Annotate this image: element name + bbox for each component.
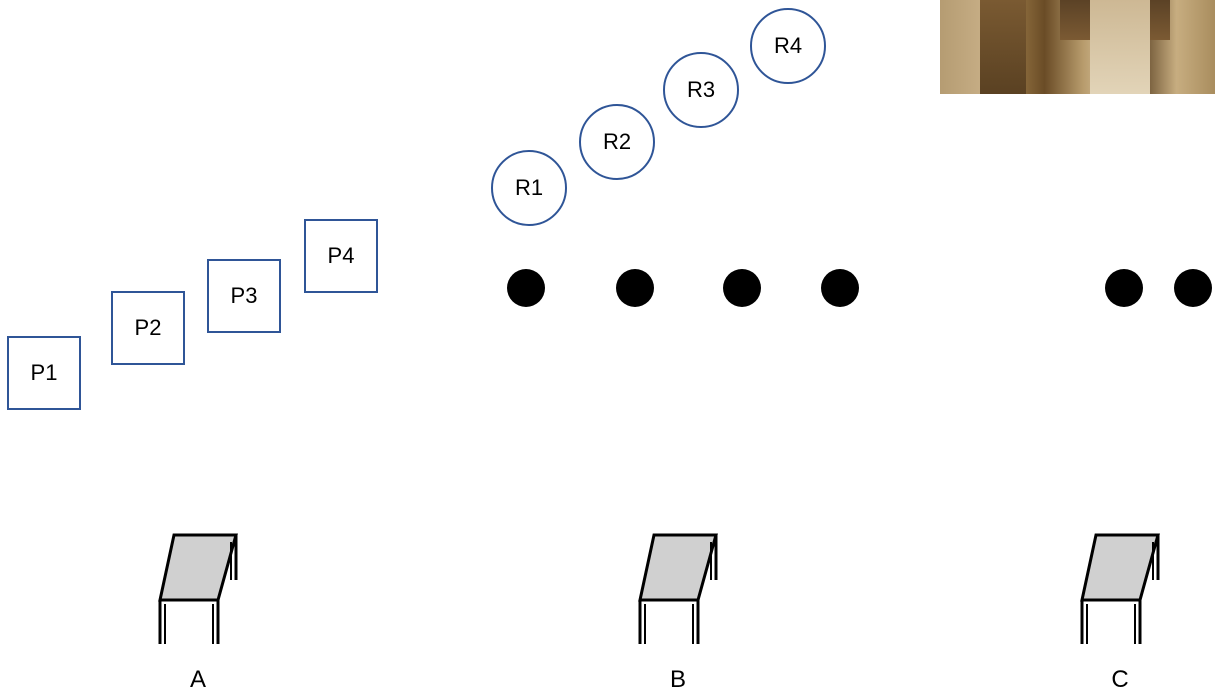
black-dot — [821, 269, 859, 307]
table-label-a: A — [168, 666, 228, 694]
circle-r3: R3 — [663, 52, 739, 128]
circle-r1: R1 — [491, 150, 567, 226]
square-p4: P4 — [304, 219, 378, 293]
square-p1: P1 — [7, 336, 81, 410]
black-dot — [616, 269, 654, 307]
table-icon-a — [156, 532, 246, 647]
photo-figure-leg — [980, 0, 1026, 94]
table-label-b: B — [648, 666, 708, 694]
black-dot — [1105, 269, 1143, 307]
table-label-c: C — [1090, 666, 1150, 694]
black-dot — [507, 269, 545, 307]
circle-r4: R4 — [750, 8, 826, 84]
photo-fragment — [940, 0, 1215, 94]
black-dot — [1174, 269, 1212, 307]
square-p3: P3 — [207, 259, 281, 333]
photo-figure-leg — [1090, 0, 1150, 94]
table-icon-c — [1078, 532, 1168, 647]
black-dot — [723, 269, 761, 307]
circle-r2: R2 — [579, 104, 655, 180]
table-icon-b — [636, 532, 726, 647]
square-p2: P2 — [111, 291, 185, 365]
